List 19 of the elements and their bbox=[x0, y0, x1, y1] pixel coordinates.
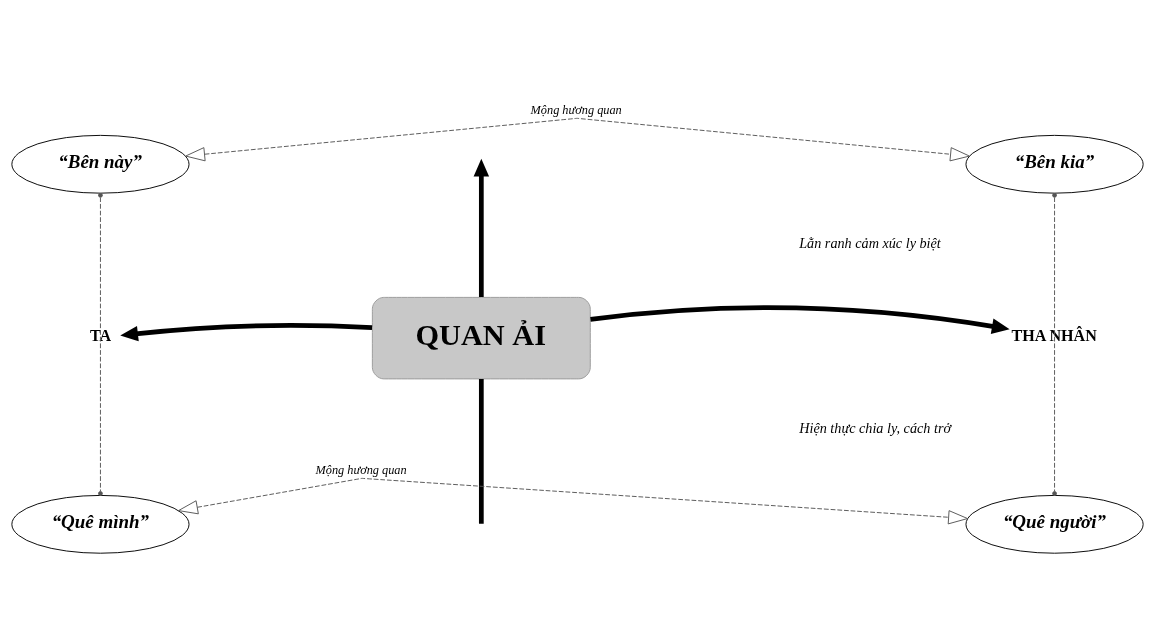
node-ellipse: “Bên kia” bbox=[965, 134, 1144, 194]
arrow bbox=[590, 305, 1010, 334]
node-text: THA NHÂN bbox=[1011, 327, 1097, 345]
arrow bbox=[473, 158, 490, 297]
edge-label: Mộng hương quan bbox=[530, 102, 622, 117]
label: Hiện thực chia ly, cách trở bbox=[799, 420, 952, 437]
label: Lằn ranh cảm xúc ly biệt bbox=[799, 234, 941, 251]
arrow bbox=[185, 117, 970, 162]
edge-label: Mộng hương quan bbox=[315, 463, 407, 477]
connector bbox=[478, 379, 484, 524]
node-box: QUAN ẢI bbox=[371, 296, 591, 380]
connector bbox=[1052, 192, 1057, 496]
arrow bbox=[120, 323, 373, 342]
node-ellipse: “Quê người” bbox=[965, 494, 1144, 554]
node-ellipse: “Bên này” bbox=[11, 134, 190, 194]
connector bbox=[98, 192, 103, 496]
node-text: TA bbox=[90, 327, 112, 345]
node-ellipse: “Quê mình” bbox=[11, 494, 190, 554]
arrow bbox=[178, 477, 968, 525]
